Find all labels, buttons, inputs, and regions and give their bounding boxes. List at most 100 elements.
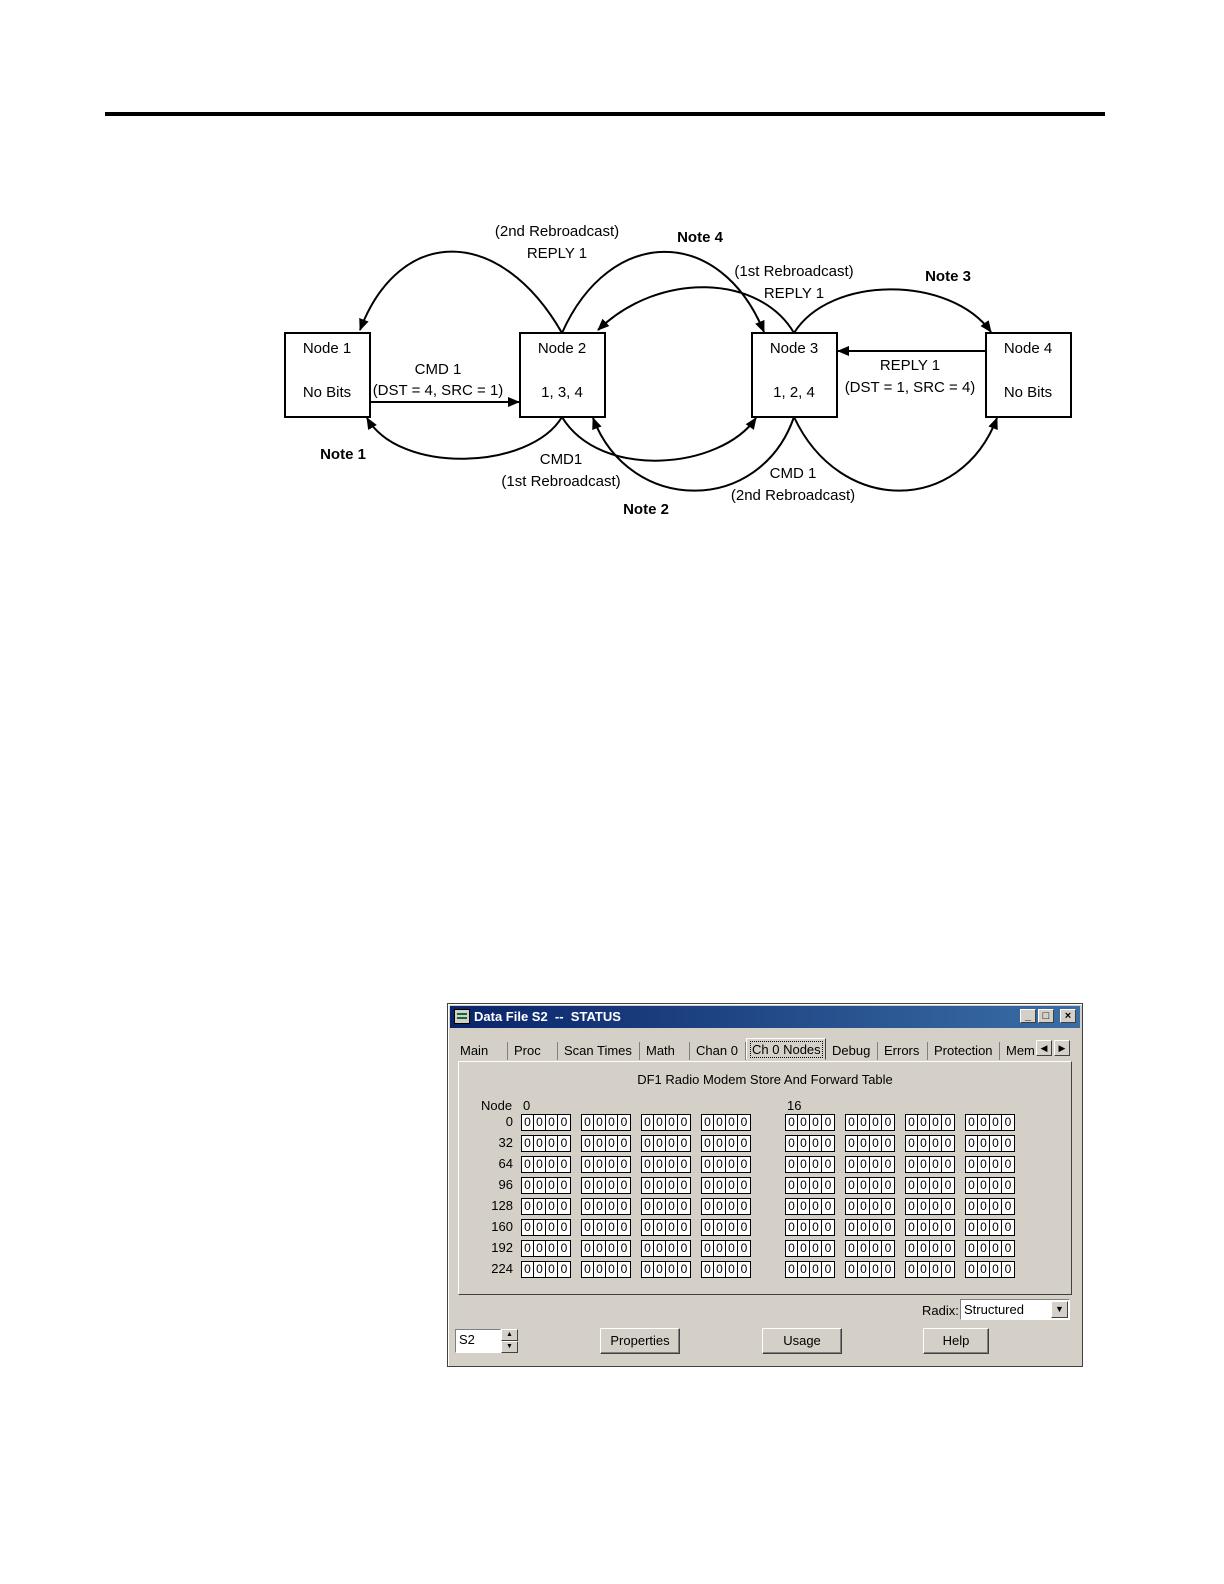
bit-cell[interactable]: 0 <box>944 1157 952 1171</box>
bit-cell[interactable]: 0 <box>846 1115 858 1130</box>
bit-cell[interactable]: 0 <box>620 1241 628 1255</box>
bit-cell[interactable]: 0 <box>978 1157 990 1172</box>
bit-cell[interactable]: 0 <box>642 1220 654 1235</box>
bit-cell[interactable]: 0 <box>990 1115 1002 1130</box>
bit-cell[interactable]: 0 <box>1004 1199 1012 1213</box>
tab-scroll-left-icon[interactable]: ◀ <box>1036 1040 1052 1056</box>
bit-cell[interactable]: 0 <box>522 1199 534 1214</box>
bit-cell[interactable]: 0 <box>666 1136 678 1151</box>
bit-cell[interactable]: 0 <box>582 1157 594 1172</box>
bit-cell[interactable]: 0 <box>560 1157 568 1171</box>
bit-cell[interactable]: 0 <box>786 1220 798 1235</box>
bit-cell[interactable]: 0 <box>906 1178 918 1193</box>
bit-cell[interactable]: 0 <box>606 1178 618 1193</box>
bit-cell[interactable]: 0 <box>870 1157 882 1172</box>
bit-cell[interactable]: 0 <box>990 1262 1002 1277</box>
bit-cell[interactable]: 0 <box>990 1136 1002 1151</box>
bit-cell[interactable]: 0 <box>702 1199 714 1214</box>
bit-cell[interactable]: 0 <box>620 1178 628 1192</box>
bit-cell[interactable]: 0 <box>620 1157 628 1171</box>
bit-cell[interactable]: 0 <box>906 1220 918 1235</box>
bit-cell[interactable]: 0 <box>546 1199 558 1214</box>
bit-cell[interactable]: 0 <box>930 1136 942 1151</box>
bit-cell[interactable]: 0 <box>918 1115 930 1130</box>
help-button[interactable]: Help <box>923 1328 989 1354</box>
bit-cell[interactable]: 0 <box>786 1178 798 1193</box>
bit-cell[interactable]: 0 <box>606 1199 618 1214</box>
bit-cell[interactable]: 0 <box>702 1241 714 1256</box>
bit-cell[interactable]: 0 <box>560 1136 568 1150</box>
title-bar[interactable]: Data File S2 -- STATUS _ □ × <box>450 1006 1080 1028</box>
bit-cell[interactable]: 0 <box>666 1115 678 1130</box>
bit-cell[interactable]: 0 <box>978 1136 990 1151</box>
bit-cell[interactable]: 0 <box>546 1241 558 1256</box>
bit-cell[interactable]: 0 <box>606 1241 618 1256</box>
bit-cell[interactable]: 0 <box>654 1178 666 1193</box>
bit-cell[interactable]: 0 <box>978 1262 990 1277</box>
bit-cell[interactable]: 0 <box>680 1178 688 1192</box>
bit-cell[interactable]: 0 <box>654 1136 666 1151</box>
bit-cell[interactable]: 0 <box>810 1220 822 1235</box>
bit-cell[interactable]: 0 <box>740 1241 748 1255</box>
bit-cell[interactable]: 0 <box>546 1157 558 1172</box>
bit-cell[interactable]: 0 <box>966 1178 978 1193</box>
usage-button[interactable]: Usage <box>762 1328 842 1354</box>
bit-cell[interactable]: 0 <box>918 1220 930 1235</box>
bit-cell[interactable]: 0 <box>560 1199 568 1213</box>
bit-cell[interactable]: 0 <box>560 1241 568 1255</box>
bit-cell[interactable]: 0 <box>846 1262 858 1277</box>
bit-cell[interactable]: 0 <box>582 1199 594 1214</box>
bit-cell[interactable]: 0 <box>884 1241 892 1255</box>
bit-cell[interactable]: 0 <box>594 1199 606 1214</box>
bit-cell[interactable]: 0 <box>714 1199 726 1214</box>
bit-cell[interactable]: 0 <box>858 1136 870 1151</box>
bit-cell[interactable]: 0 <box>990 1178 1002 1193</box>
bit-cell[interactable]: 0 <box>944 1178 952 1192</box>
bit-cell[interactable]: 0 <box>560 1178 568 1192</box>
bit-cell[interactable]: 0 <box>534 1136 546 1151</box>
bit-cell[interactable]: 0 <box>522 1157 534 1172</box>
bit-cell[interactable]: 0 <box>546 1220 558 1235</box>
bit-cell[interactable]: 0 <box>740 1136 748 1150</box>
tab-ch-0-nodes[interactable]: Ch 0 Nodes <box>746 1038 826 1060</box>
bit-cell[interactable]: 0 <box>918 1157 930 1172</box>
maximize-button[interactable]: □ <box>1038 1009 1054 1023</box>
bit-cell[interactable]: 0 <box>534 1220 546 1235</box>
bit-cell[interactable]: 0 <box>990 1220 1002 1235</box>
bit-cell[interactable]: 0 <box>714 1115 726 1130</box>
bit-cell[interactable]: 0 <box>884 1199 892 1213</box>
tab-chan-0[interactable]: Chan 0 <box>692 1042 746 1060</box>
bit-cell[interactable]: 0 <box>810 1262 822 1277</box>
bit-cell[interactable]: 0 <box>594 1136 606 1151</box>
bit-cell[interactable]: 0 <box>642 1136 654 1151</box>
bit-cell[interactable]: 0 <box>606 1220 618 1235</box>
bit-cell[interactable]: 0 <box>884 1220 892 1234</box>
bit-cell[interactable]: 0 <box>944 1136 952 1150</box>
bit-cell[interactable]: 0 <box>594 1241 606 1256</box>
bit-cell[interactable]: 0 <box>642 1262 654 1277</box>
bit-cell[interactable]: 0 <box>906 1241 918 1256</box>
bit-cell[interactable]: 0 <box>786 1262 798 1277</box>
bit-cell[interactable]: 0 <box>666 1157 678 1172</box>
bit-cell[interactable]: 0 <box>824 1241 832 1255</box>
bit-cell[interactable]: 0 <box>1004 1178 1012 1192</box>
bit-cell[interactable]: 0 <box>930 1178 942 1193</box>
bit-cell[interactable]: 0 <box>606 1136 618 1151</box>
